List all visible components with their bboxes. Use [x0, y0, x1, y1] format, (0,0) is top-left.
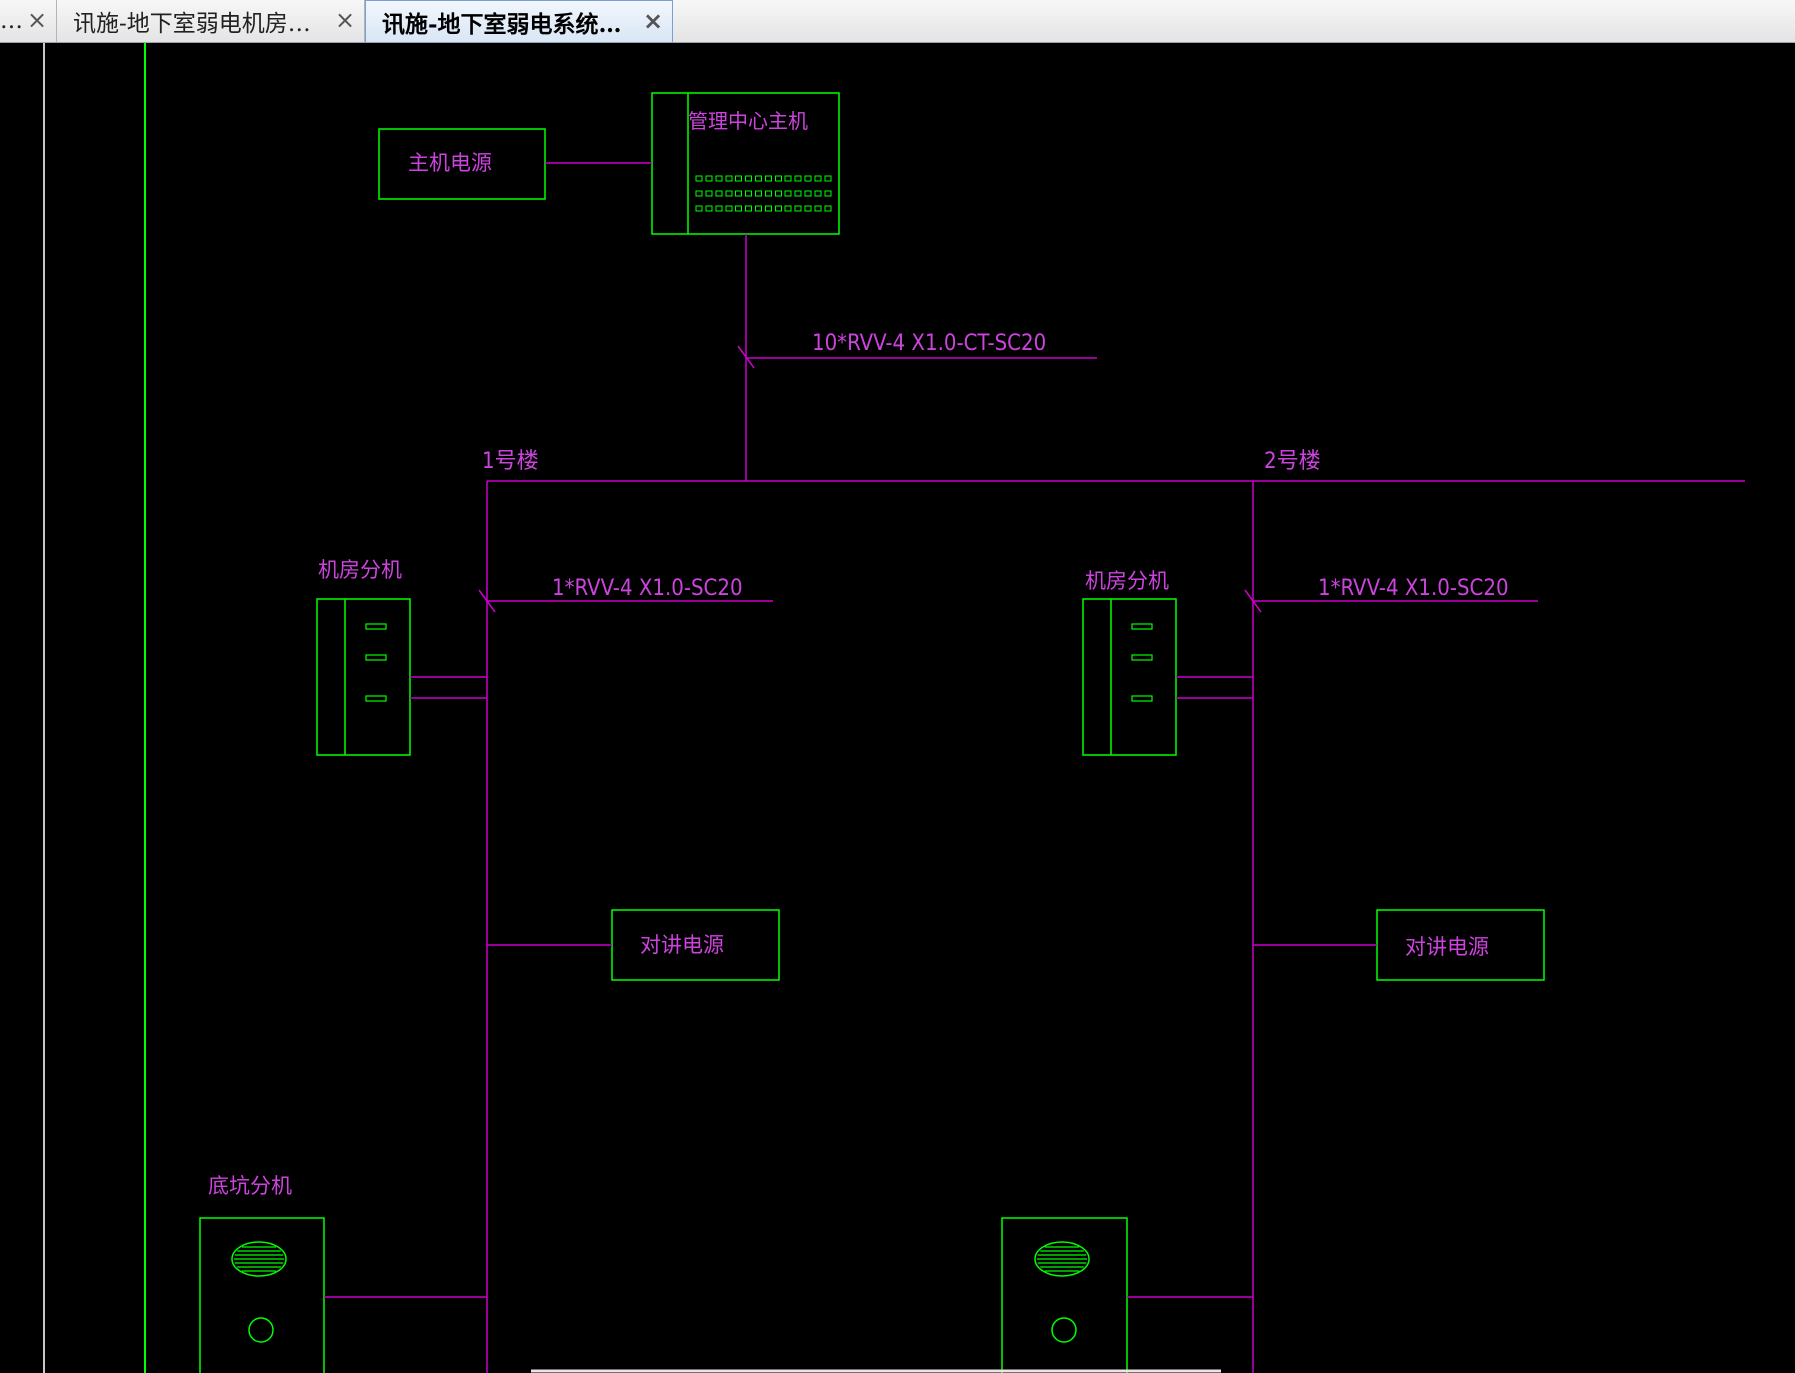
indicator-led: [775, 205, 782, 212]
indicator-led: [735, 190, 742, 197]
indicator-led: [755, 190, 762, 197]
branch-cable-1-spec: 1*RVV-4 X1.0-SC20: [552, 576, 743, 601]
call-button-icon: [248, 1317, 274, 1343]
indicator-led: [794, 190, 802, 197]
indicator-led: [745, 175, 752, 182]
branch-1-tick-mark: [478, 589, 496, 613]
pit-extension-2[interactable]: [1001, 1217, 1128, 1373]
indicator-led: [705, 190, 713, 197]
indicator-led: [804, 190, 812, 197]
indicator-led: [794, 175, 802, 182]
document-tab-bar: … × 讯施-地下室弱电机房… × 讯施-地下室弱电系统… ×: [0, 0, 1795, 43]
close-icon[interactable]: ×: [334, 6, 356, 34]
indicator-led: [725, 190, 733, 197]
branch-2-tick-mark: [1244, 589, 1262, 613]
indicator-led: [794, 205, 802, 212]
indicator-led: [725, 205, 733, 212]
indicator-led: [824, 205, 832, 212]
indicator-led: [705, 205, 713, 212]
cad-drawing-canvas[interactable]: 管理中心主机 主机电源 10*RVV-4 X1.0-CT-SC20 1号楼 2号…: [0, 43, 1795, 1373]
management-host-label: 管理中心主机: [688, 109, 808, 133]
call-button-icon: [1051, 1317, 1077, 1343]
tab-label: 讯施-地下室弱电系统…: [382, 10, 622, 38]
indicator-led: [695, 190, 703, 197]
speaker-grille-icon: [1037, 1246, 1087, 1272]
close-icon[interactable]: ×: [642, 7, 664, 35]
intercom-power-2-label: 对讲电源: [1405, 935, 1489, 959]
indicator-led: [735, 205, 742, 212]
branch-cable-2-spec: 1*RVV-4 X1.0-SC20: [1318, 576, 1509, 601]
machine-room-extension-1[interactable]: [316, 598, 411, 756]
indicator-led: [695, 175, 703, 182]
tab-label: 讯施-地下室弱电机房…: [73, 11, 311, 37]
indicator-led: [784, 205, 792, 212]
main-power-label: 主机电源: [408, 151, 492, 175]
indicator-led: [765, 205, 772, 212]
tab-label: …: [0, 8, 23, 34]
indicator-led: [784, 175, 792, 182]
indicator-led: [784, 190, 792, 197]
indicator-led: [715, 175, 723, 182]
trunk-tick-mark: [737, 345, 755, 369]
document-tab-1[interactable]: … ×: [0, 0, 57, 42]
indicator-led: [705, 175, 713, 182]
indicator-led: [735, 175, 742, 182]
close-icon[interactable]: ×: [26, 6, 48, 34]
intercom-power-1-label: 对讲电源: [640, 933, 724, 957]
indicator-led: [715, 190, 723, 197]
indicator-led: [695, 205, 703, 212]
indicator-led: [824, 190, 832, 197]
pit-ext-1-label: 底坑分机: [208, 1174, 292, 1198]
machine-room-extension-2[interactable]: [1082, 598, 1177, 756]
indicator-led: [804, 205, 812, 212]
trunk-cable-spec: 10*RVV-4 X1.0-CT-SC20: [812, 331, 1046, 356]
machine-room-ext-2-label: 机房分机: [1085, 569, 1169, 593]
document-tab-2[interactable]: 讯施-地下室弱电机房… ×: [57, 0, 365, 42]
indicator-led: [745, 205, 752, 212]
building-1-label: 1号楼: [482, 449, 539, 474]
indicator-led: [775, 175, 782, 182]
indicator-led: [715, 205, 723, 212]
building-2-label: 2号楼: [1264, 449, 1321, 474]
indicator-led: [775, 190, 782, 197]
indicator-led: [745, 190, 752, 197]
indicator-led: [725, 175, 733, 182]
indicator-led: [804, 175, 812, 182]
main-power-block[interactable]: [378, 128, 546, 200]
host-indicator-grid: [695, 175, 832, 212]
document-tab-3-active[interactable]: 讯施-地下室弱电系统… ×: [365, 0, 673, 42]
indicator-led: [755, 175, 762, 182]
indicator-led: [765, 190, 772, 197]
indicator-led: [814, 175, 822, 182]
indicator-led: [755, 205, 762, 212]
pit-extension-1[interactable]: [199, 1217, 325, 1373]
indicator-led: [814, 190, 822, 197]
speaker-grille-icon: [234, 1246, 284, 1272]
indicator-led: [824, 175, 832, 182]
indicator-led: [814, 205, 822, 212]
indicator-led: [765, 175, 772, 182]
machine-room-ext-1-label: 机房分机: [318, 558, 402, 582]
